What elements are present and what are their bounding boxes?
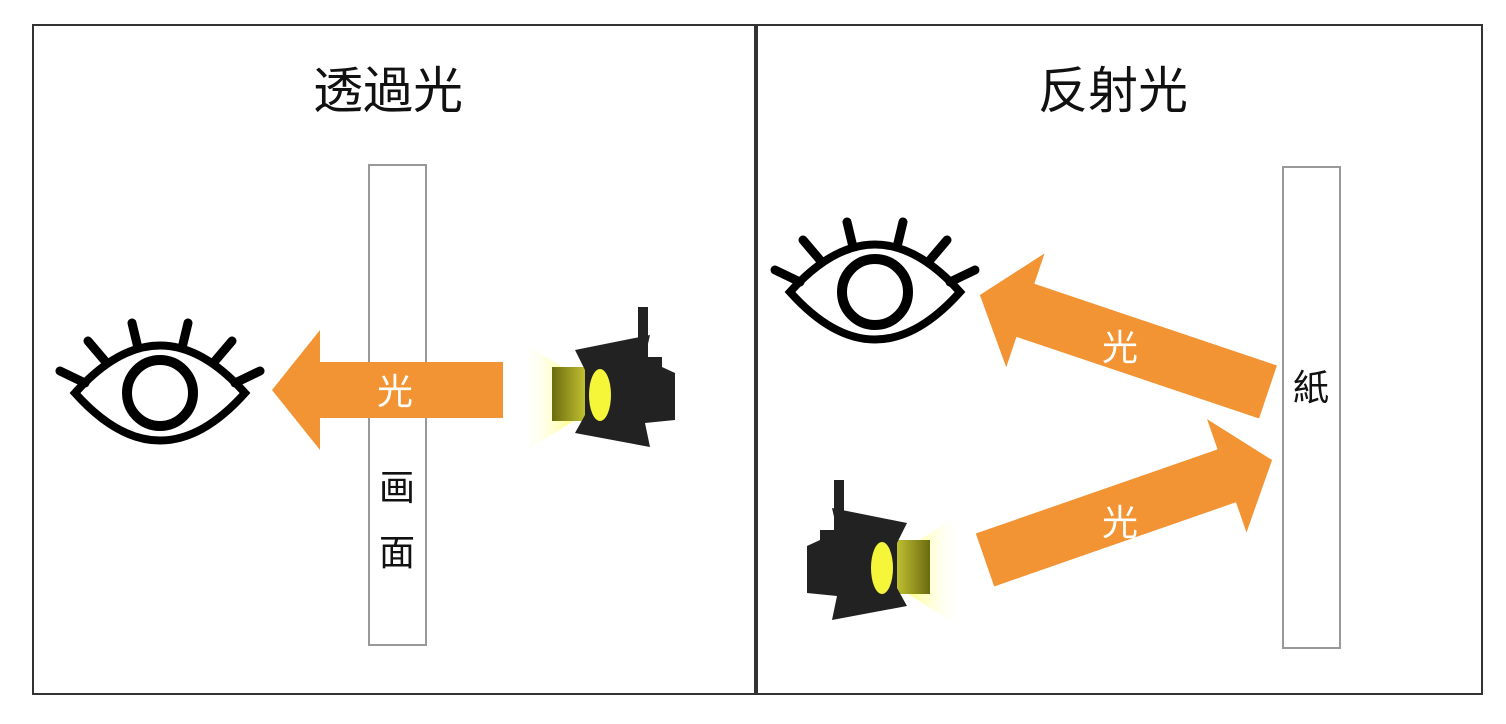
incident-arrow-label: 光: [1102, 503, 1138, 544]
incident-arrow: [975, 419, 1273, 587]
reflected-arrow: [979, 253, 1277, 419]
reflected-arrow-label: 光: [1102, 328, 1138, 369]
light-arrow: [272, 330, 503, 450]
screen-label-2: 面: [379, 533, 415, 574]
panel-title: 反射光: [1038, 62, 1188, 120]
panel-reflected-light: 反射光 紙 光 光: [756, 24, 1483, 695]
arrow-label: 光: [377, 372, 413, 413]
panel-transmitted-light: 透過光 光 画 面: [32, 24, 756, 695]
paper: [1282, 166, 1341, 649]
screen-label-1: 画: [379, 468, 415, 509]
panel-title: 透過光: [313, 62, 463, 120]
paper-label: 紙: [1293, 368, 1329, 409]
